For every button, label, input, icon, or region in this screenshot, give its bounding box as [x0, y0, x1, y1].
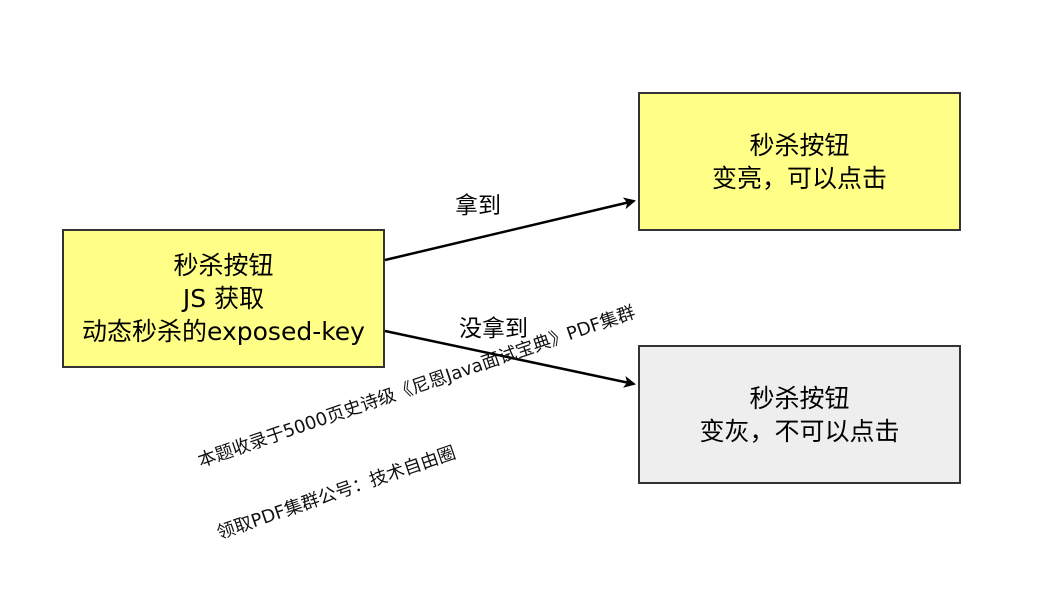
arrow-got [384, 197, 636, 262]
edge-label-got: 拿到 [455, 193, 501, 219]
fail-node-line-2: 变灰，不可以点击 [699, 416, 900, 446]
fail-node-line-1: 秒杀按钮 [749, 383, 850, 413]
success-node: 秒杀按钮 变亮，可以点击 [638, 92, 961, 231]
fail-node: 秒杀按钮 变灰，不可以点击 [638, 345, 961, 484]
success-node-line-1: 秒杀按钮 [749, 130, 850, 160]
success-node-line-2: 变亮，可以点击 [711, 163, 887, 193]
source-node-line-3: 动态秒杀的exposed-key [82, 317, 365, 346]
source-node: 秒杀按钮 JS 获取 动态秒杀的exposed-key [62, 229, 385, 368]
source-node-line-2: JS 获取 [182, 284, 265, 313]
source-node-line-1: 秒杀按钮 [173, 251, 274, 280]
edge-label-not-got: 没拿到 [459, 316, 528, 342]
watermark-line-2: 领取PDF集群公号：技术自由圈 [214, 442, 459, 544]
